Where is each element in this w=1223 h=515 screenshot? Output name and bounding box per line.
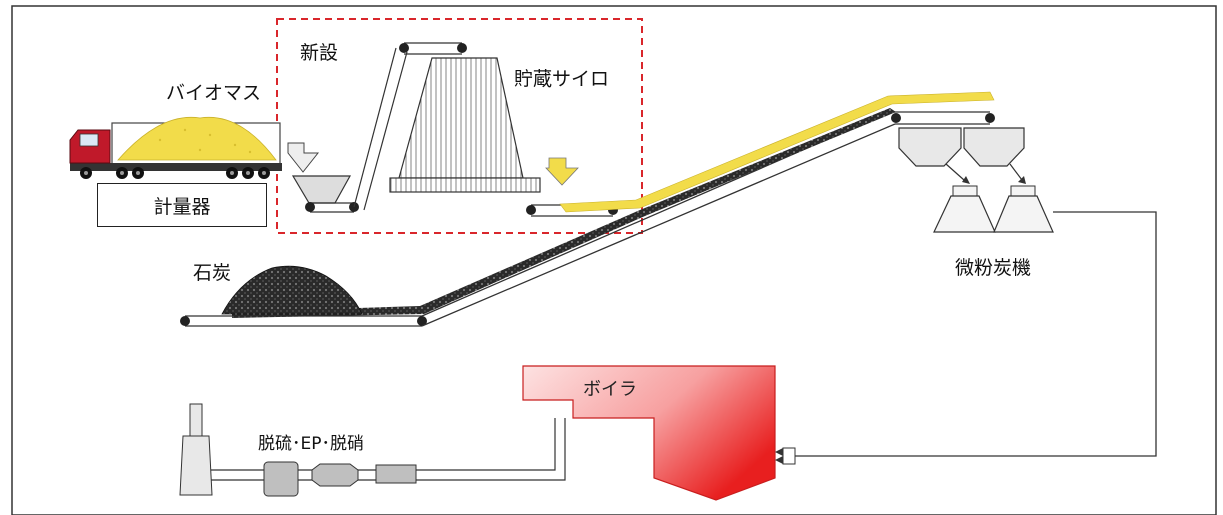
hopper-icon	[287, 142, 359, 213]
pulverizer-label: 微粉炭機	[955, 257, 1032, 279]
scale-box: 計量器	[97, 183, 267, 227]
bucket-elevator	[353, 42, 467, 211]
pulverizer-icon	[898, 127, 1054, 233]
boiler-label: ボイラ	[583, 379, 637, 400]
treatment-label: 脱硫･EP･脱硝	[258, 434, 364, 454]
silo-icon	[389, 57, 618, 217]
biomass-label: バイオマス	[166, 82, 262, 104]
boiler-icon	[522, 365, 796, 501]
chimney-icon	[179, 403, 213, 496]
outer-frame	[11, 5, 1217, 515]
silo-label: 貯蔵サイロ	[514, 68, 610, 90]
coal-pile	[221, 265, 363, 315]
biomass-on-belt	[559, 91, 995, 213]
coal-label: 石炭	[193, 262, 232, 284]
scale-label: 計量器	[153, 195, 211, 218]
truck-icon	[69, 116, 282, 179]
new-install-label: 新設	[300, 42, 339, 64]
fuel-feed-line	[795, 211, 1157, 457]
treatment-units	[263, 461, 417, 497]
